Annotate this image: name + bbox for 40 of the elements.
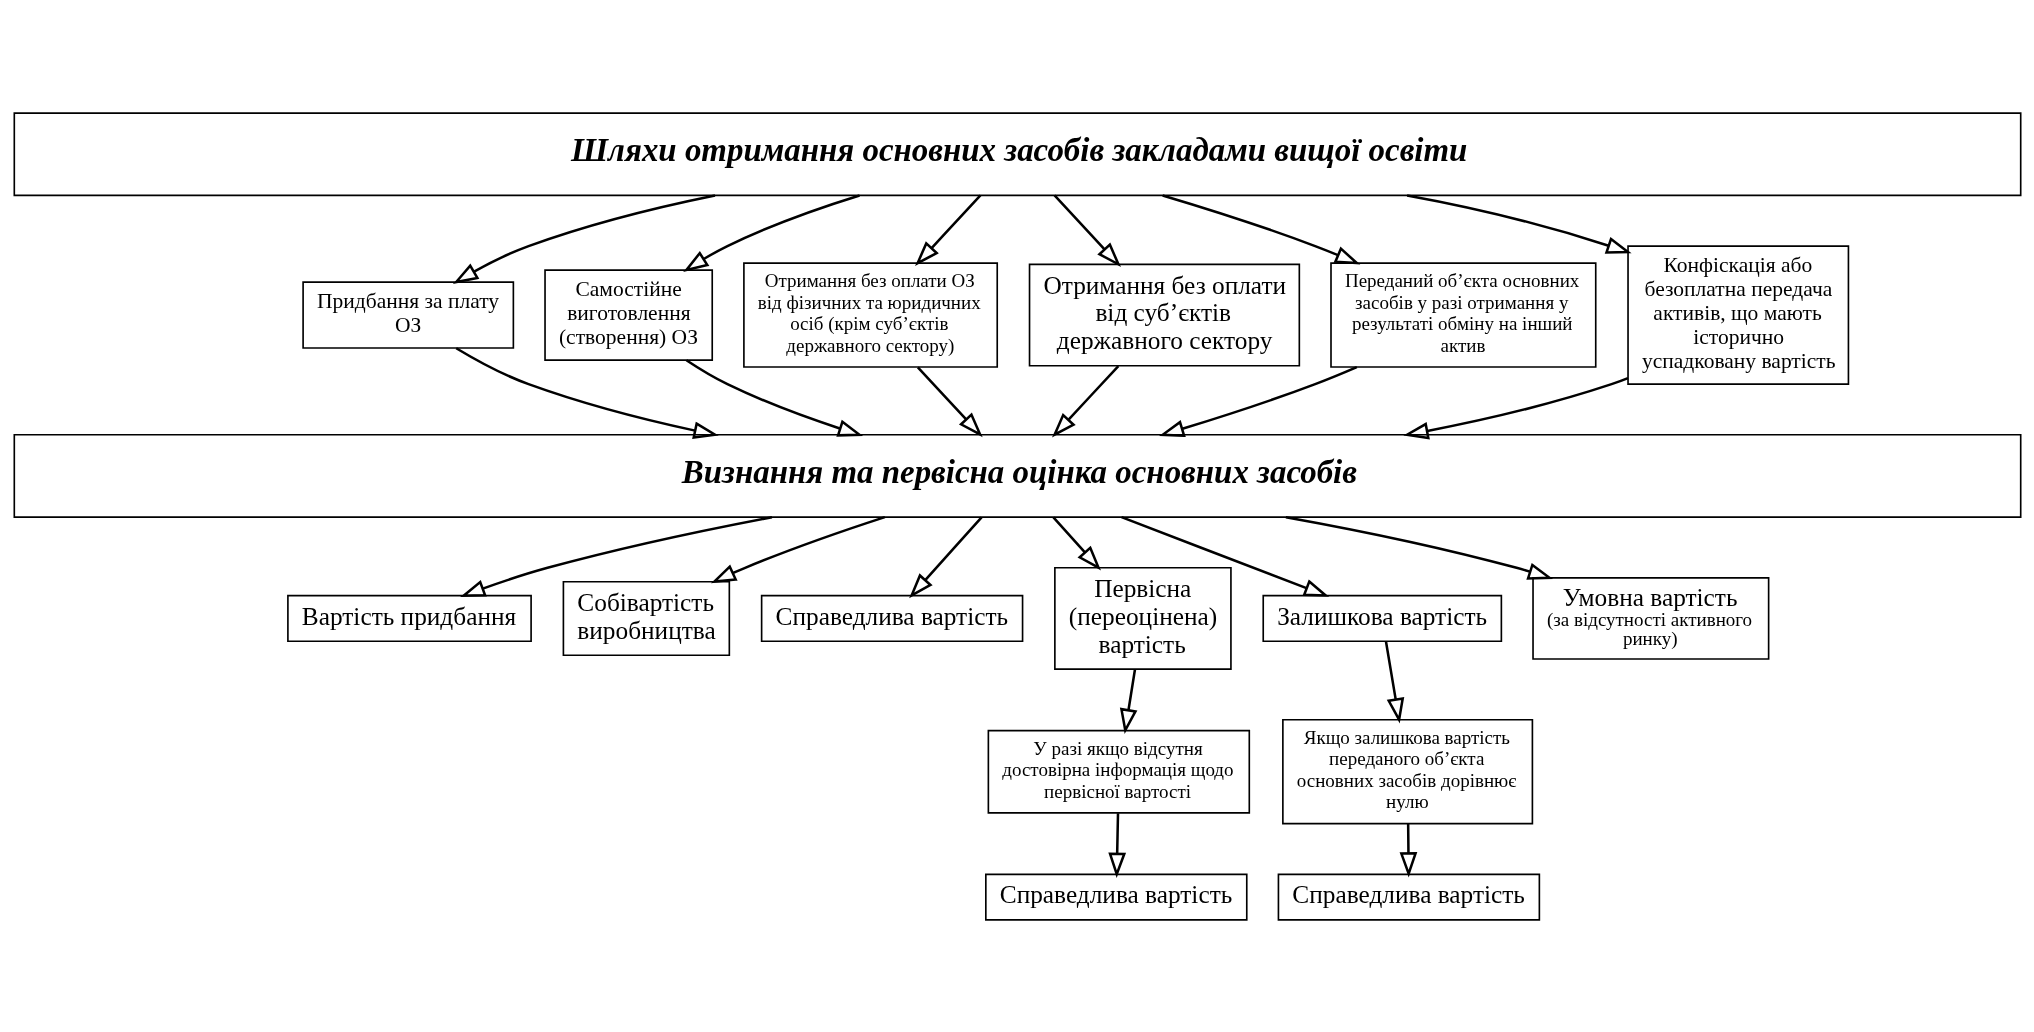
node-box: Визнання та первісна оцінка основних засобів [12,433,2022,518]
arrow [459,515,772,597]
node-box: Шляхи отримання основних засобів закладами вищої освіти [12,111,2022,196]
node-box: Отримання без оплати від суб’єктів державного сектору [1028,263,1300,367]
node-box: Отримання без оплати ОЗ від фізичних та юридичних осіб (крім суб’єктів державного сектору) [742,261,998,368]
arrow [1119,668,1137,734]
node-box: Самостійне виготовлення (створення) ОЗ [543,268,713,361]
node-box: Залишкова вартість [1261,594,1502,642]
arrow [1107,812,1126,878]
arrow [1053,194,1121,267]
node-box: Справедлива вартість [984,873,1248,921]
arrow [1384,640,1404,723]
node-box: Якщо залишкова вартість переданого об’єкта основних засобів дорівнює нулю [1281,718,1533,824]
arrow [916,365,983,437]
node-box: Переданий об’єкта основних засобів у разі отримання у результаті обміну на інший актив [1329,261,1597,368]
node-box: Справедлива вартість [760,594,1023,642]
arrow [1052,516,1101,570]
arrow [1120,515,1329,597]
arrow [1402,376,1628,439]
arrow [1051,364,1119,438]
node-box: Придбання за плату ОЗ [301,280,514,349]
arrow [452,193,715,284]
arrow [1285,515,1553,580]
node-box: У разі якщо відсутня достовірна інформація щодо первісної вартості [987,729,1250,814]
node-box: Умовна вартість (за відсутності активного ринку) [1531,576,1769,660]
arrow [908,516,982,598]
arrow [685,358,863,437]
arrow [1158,365,1357,437]
arrow [710,515,885,583]
node-box: Первісна (переоцінена) вартість [1053,566,1232,670]
node-box: Конфіскація або безоплатна передача активів, що мають історично успадковану вартість [1626,244,1849,385]
node-box: Вартість придбання [286,594,532,642]
node-box: Справедлива вартість [1277,873,1540,921]
node-box: Собівартість виробництва [562,580,730,656]
arrow [914,194,981,266]
arrow [1406,193,1632,254]
arrow [1399,823,1417,878]
arrow [455,346,719,439]
arrow [1161,193,1360,265]
arrow [682,193,860,272]
